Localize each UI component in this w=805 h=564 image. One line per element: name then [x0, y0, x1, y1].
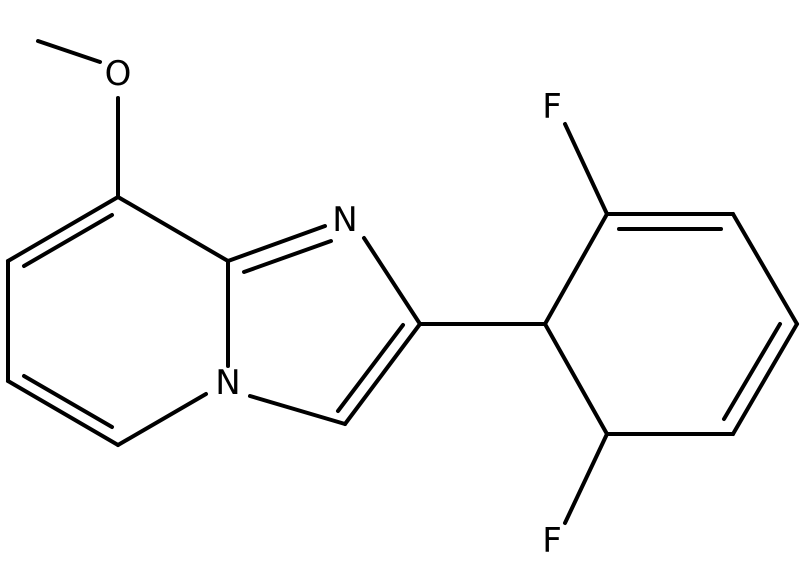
- atom-fluorine-bottom: F: [542, 521, 562, 561]
- bond-ph6-fluorine-bottom: [563, 432, 609, 525]
- bond-c2-c3: [343, 322, 422, 426]
- bond-c8a-nimine: [226, 224, 327, 263]
- bond-c5-nbridge: [116, 392, 208, 447]
- bond-c6-c5: [6, 379, 120, 447]
- bond-methyl-oxygen: [36, 39, 102, 64]
- bond-ph4-ph5-inner: [722, 322, 782, 421]
- bond-c3-nbridge: [248, 394, 347, 426]
- bond-c8a-c8: [116, 195, 230, 263]
- bond-ph6-ph1: [543, 322, 609, 436]
- bond-c8a-nimine-inner: [242, 239, 333, 274]
- bond-ph4-ph5: [731, 322, 799, 436]
- atom-nitrogen-bridge: N: [215, 363, 240, 403]
- atom-oxygen: O: [105, 54, 132, 94]
- bond-c8-c7-inner: [22, 213, 114, 268]
- bond-c8-c7: [6, 195, 120, 263]
- bond-ph1-ph2: [543, 212, 609, 326]
- bond-ph3-ph4: [731, 212, 799, 326]
- bond-c2-c3-inner: [336, 323, 405, 413]
- bond-c6-c5-inner: [22, 374, 114, 429]
- bond-ph2-fluorine-top: [563, 122, 609, 216]
- atom-fluorine-top: F: [542, 87, 562, 127]
- atom-nitrogen-imine: N: [332, 200, 357, 240]
- bond-nimine-c2: [362, 236, 422, 326]
